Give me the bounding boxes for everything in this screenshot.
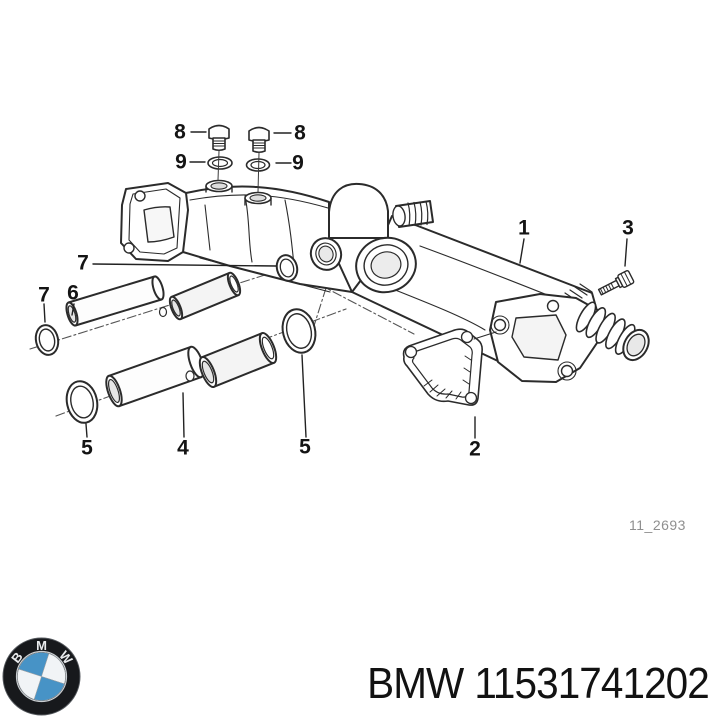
part-pipe-6 bbox=[65, 271, 242, 327]
part-oring-7-top bbox=[275, 254, 299, 282]
bmw-logo-letter-m: M bbox=[36, 638, 47, 653]
part-number: 11531741202 bbox=[474, 659, 709, 708]
brand-name: BMW bbox=[367, 659, 464, 708]
callout-5-left: 5 bbox=[81, 436, 93, 460]
part-gasket-2 bbox=[402, 328, 497, 406]
part-hose-connector bbox=[575, 301, 650, 362]
part-oring-5-right bbox=[281, 308, 317, 354]
callout-6: 6 bbox=[67, 281, 79, 305]
callout-3: 3 bbox=[622, 216, 634, 240]
callout-8-left: 8 bbox=[174, 120, 186, 144]
plug-alignment-lines bbox=[217, 150, 260, 193]
callout-4: 4 bbox=[177, 436, 189, 460]
callout-7-top: 7 bbox=[77, 251, 89, 275]
part-pipe-flange bbox=[489, 293, 602, 383]
part-plug-8-right bbox=[248, 126, 270, 154]
part-oring-5-left bbox=[65, 380, 99, 424]
part-oring-7-left bbox=[34, 324, 60, 356]
leader-lines bbox=[43, 131, 628, 439]
drawing-code: 11_2693 bbox=[629, 517, 686, 533]
callout-5-right: 5 bbox=[299, 435, 311, 459]
callout-8-right: 8 bbox=[294, 121, 306, 145]
callout-9-left: 9 bbox=[175, 150, 187, 174]
part-bolt-3 bbox=[597, 270, 635, 296]
part-plug-8-left bbox=[208, 124, 230, 152]
callout-7-left: 7 bbox=[38, 283, 50, 307]
callout-1: 1 bbox=[518, 216, 530, 240]
part-pipe-4 bbox=[105, 331, 278, 408]
callout-9-right: 9 bbox=[292, 151, 304, 175]
part-ring-9-left bbox=[207, 156, 233, 170]
bmw-roundel-icon: B M W bbox=[2, 637, 81, 716]
callout-2: 2 bbox=[469, 437, 481, 461]
part-manifold-housing bbox=[120, 179, 353, 293]
part-ring-9-right bbox=[245, 158, 271, 172]
